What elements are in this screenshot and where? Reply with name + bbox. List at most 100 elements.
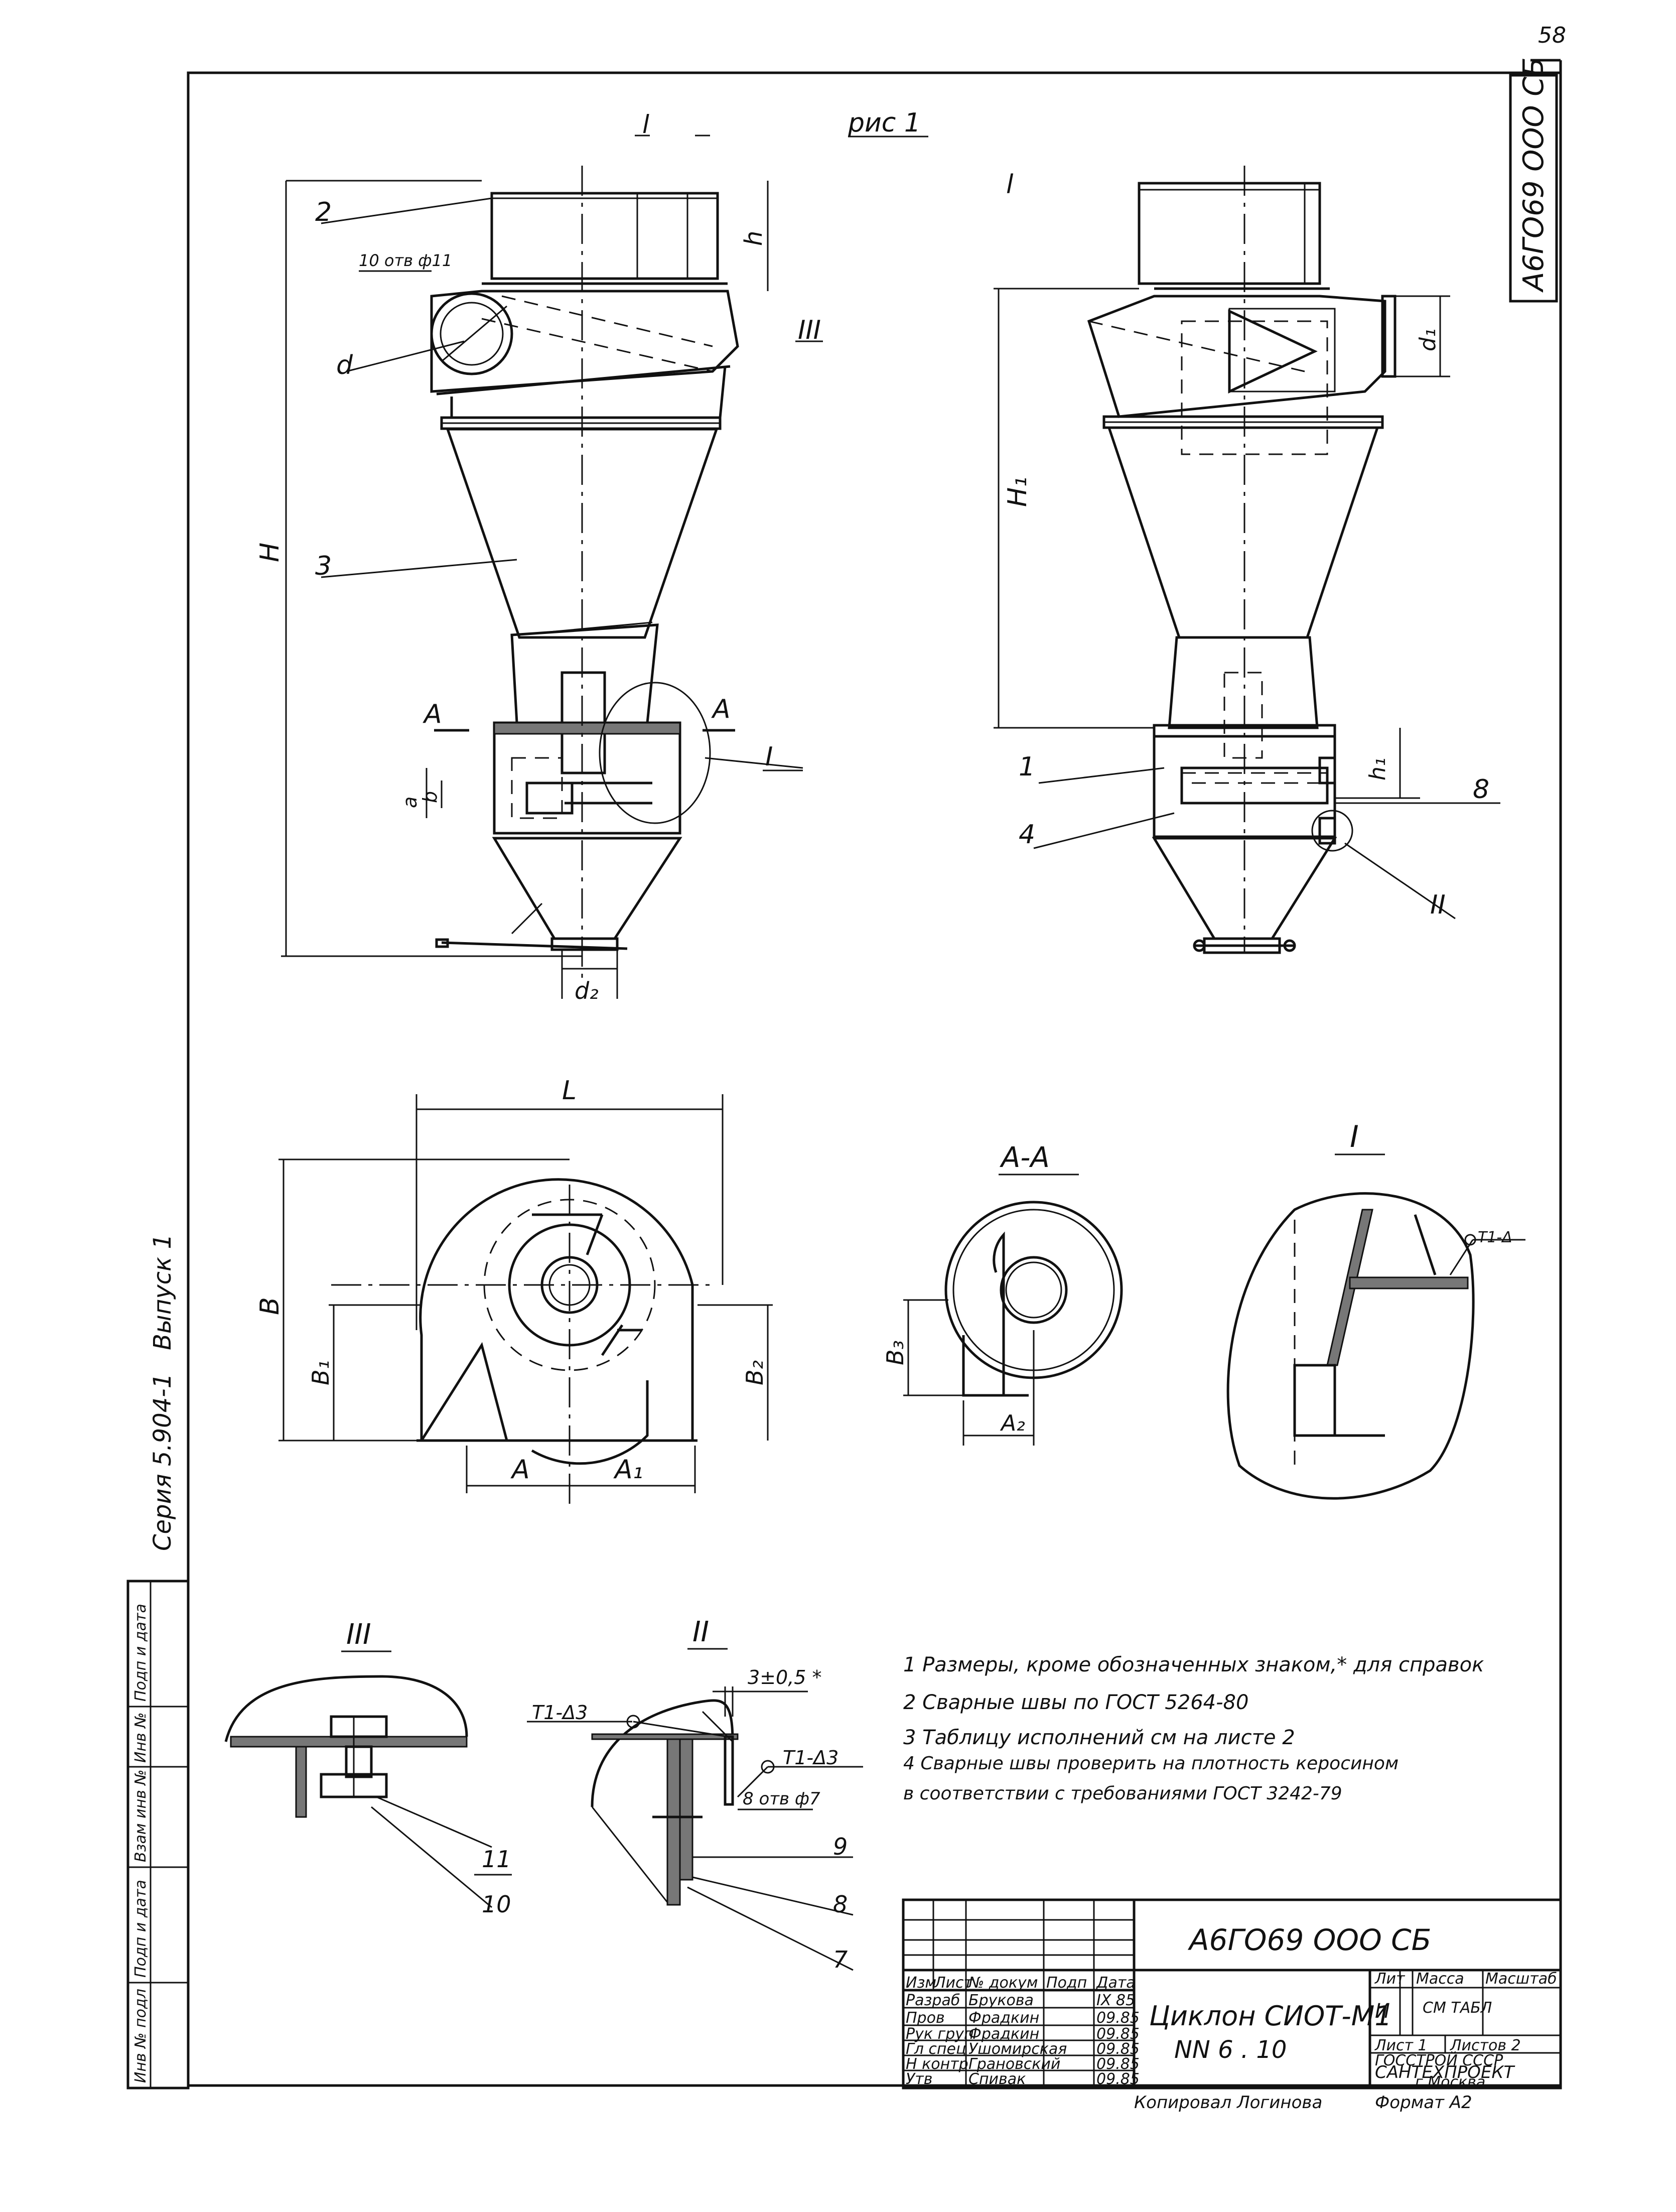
svg-text:A: A [510, 1455, 530, 1485]
page-number: 58 [1538, 23, 1566, 48]
svg-text:A₂: A₂ [1000, 1410, 1025, 1436]
svg-text:B₃: B₃ [882, 1340, 909, 1365]
svg-text:d: d [336, 350, 353, 380]
svg-text:1: 1 [1019, 752, 1035, 782]
svg-text:Рук груп: Рук груп [906, 2025, 974, 2043]
svg-text:a: a [399, 797, 421, 808]
svg-text:H: H [255, 543, 285, 562]
series-label: Серия 5.904-1 Выпуск 1 [149, 1234, 177, 1551]
section-mark-top: l [642, 110, 649, 139]
svg-text:Т1-Δ3: Т1-Δ3 [783, 1747, 839, 1769]
note-1: 1 Размеры, кроме обозначенных знаком,* д… [903, 1653, 1484, 1676]
svg-text:Масса: Масса [1416, 1970, 1464, 1988]
svg-text:III: III [798, 315, 821, 345]
svg-text:d₁: d₁ [1415, 328, 1441, 351]
svg-text:Фрадкин: Фрадкин [968, 2009, 1039, 2027]
svg-text:Дата: Дата [1095, 1974, 1136, 1992]
note-4-continued: в соответствии с требованиями ГОСТ 3242-… [903, 1783, 1342, 1804]
svg-text:l: l [1006, 170, 1014, 200]
svg-text:Ушомирская: Ушомирская [968, 2040, 1067, 2058]
archive-code-stamp: А6ГО69 ООО СБ [1509, 57, 1558, 303]
svg-text:d₂: d₂ [575, 977, 599, 1004]
svg-text:Фрадкин: Фрадкин [968, 2025, 1039, 2043]
svg-text:Лист: Лист [934, 1974, 973, 1992]
svg-text:I: I [765, 742, 773, 772]
svg-text:H₁: H₁ [1003, 477, 1033, 507]
svg-text:Гл спец: Гл спец [906, 2040, 966, 2058]
svg-text:II: II [692, 1616, 709, 1648]
svg-text:САНТЕХПРОЕКТ: САНТЕХПРОЕКТ [1375, 2062, 1515, 2083]
front-view: l рис 1 [255, 108, 928, 1004]
svg-text:Бруковa: Бруковa [968, 1992, 1034, 2009]
svg-text:Т1-Δ3: Т1-Δ3 [532, 1702, 588, 1724]
svg-text:Спивак: Спивак [968, 2070, 1026, 2088]
svg-text:8 отв ф7: 8 отв ф7 [743, 1789, 820, 1809]
svg-text:09.85: 09.85 [1096, 2070, 1140, 2088]
svg-text:L: L [562, 1076, 577, 1106]
svg-text:Подп и дата: Подп и дата [132, 1880, 150, 1978]
svg-text:Лист 1: Лист 1 [1374, 2037, 1428, 2054]
svg-text:Разраб: Разраб [906, 1992, 960, 2009]
svg-text:B₂: B₂ [741, 1360, 768, 1385]
notes: 1 Размеры, кроме обозначенных знаком,* д… [903, 1653, 1484, 1804]
side-view: l [994, 166, 1500, 954]
note-2: 2 Сварные швы по ГОСТ 5264-80 [903, 1691, 1248, 1714]
sheet-format: Формат А2 [1375, 2093, 1472, 2113]
svg-text:10: 10 [482, 1891, 511, 1918]
sheet-frame [187, 71, 1562, 2087]
svg-text:Утв: Утв [906, 2070, 932, 2088]
svg-text:Изм: Изм [906, 1974, 936, 1992]
doc-number: А6ГО69 ООО СБ [1187, 1923, 1431, 1957]
svg-text:Инв №: Инв № [132, 1713, 150, 1763]
svg-text:B: B [255, 1297, 285, 1315]
svg-text:Взам инв №: Взам инв № [132, 1769, 150, 1862]
detail-3-view: III 11 10 [224, 1618, 512, 1918]
title-block: А6ГО69 ООО СБ Циклон СИОТ-М1 NN 6 . 10 И… [902, 1898, 1562, 2091]
svg-text:А: А [423, 699, 442, 729]
svg-text:09.85: 09.85 [1096, 2009, 1140, 2027]
svg-text:3±0,5 *: 3±0,5 * [748, 1666, 822, 1688]
svg-text:Подп и дата: Подп и дата [132, 1604, 150, 1702]
svg-text:I: I [1350, 1119, 1359, 1154]
svg-text:7: 7 [833, 1946, 848, 1973]
svg-text:СМ ТАБЛ: СМ ТАБЛ [1423, 1999, 1492, 2017]
svg-text:А-А: А-А [1000, 1141, 1050, 1174]
svg-text:Пров: Пров [906, 2009, 945, 2027]
svg-text:Грановский: Грановский [968, 2055, 1060, 2073]
svg-text:B₁: B₁ [307, 1360, 334, 1385]
svg-text:h₁: h₁ [1365, 757, 1390, 780]
svg-text:Инв № подл: Инв № подл [132, 1989, 150, 2083]
svg-text:09.85: 09.85 [1096, 2040, 1140, 2058]
detail-1-view: I Т1-Δ [1226, 1119, 1525, 1500]
svg-text:8: 8 [1473, 774, 1489, 805]
svg-text:Н контр: Н контр [906, 2055, 968, 2073]
svg-text:IX 85: IX 85 [1096, 1992, 1135, 2009]
sidebar-stamp: Инв № подл Подп и дата Взам инв № Инв № … [126, 1580, 190, 2090]
svg-text:Т1-Δ: Т1-Δ [1478, 1229, 1512, 1246]
svg-text:09.85: 09.85 [1096, 2055, 1140, 2073]
svg-text:А: А [711, 694, 731, 724]
note-4: 4 Сварные швы проверить на плотность кер… [903, 1753, 1399, 1774]
detail-2-view: II 3±0,5 * Т1-Δ3 Т1-Δ3 8 отв ф7 9 8 7 [527, 1616, 863, 1973]
svg-text:b: b [419, 791, 441, 803]
svg-text:Листов 2: Листов 2 [1450, 2037, 1521, 2054]
figure-label: рис 1 [848, 108, 921, 138]
svg-text:9: 9 [833, 1833, 848, 1860]
note-3: 3 Таблицу исполнений см на листе 2 [903, 1726, 1295, 1749]
svg-text:11: 11 [482, 1846, 511, 1873]
svg-text:III: III [346, 1618, 371, 1651]
svg-text:№ докум: № докум [967, 1974, 1038, 1992]
svg-text:ГОССТРОЙ СССР: ГОССТРОЙ СССР [1375, 2051, 1503, 2069]
product-title: Циклон СИОТ-М1 [1149, 2000, 1392, 2032]
svg-text:Серия 5.904-1: Серия 5.904-1 [149, 1373, 177, 1551]
copied-by: Копировал Логинова [1134, 2093, 1322, 2113]
svg-text:Масштаб: Масштаб [1485, 1970, 1557, 1988]
svg-text:09.85: 09.85 [1096, 2025, 1140, 2043]
section-aa-view: А-А B₃ A₂ [882, 1141, 1123, 1446]
svg-text:A₁: A₁ [613, 1455, 643, 1485]
svg-text:4: 4 [1019, 820, 1035, 850]
svg-text:h: h [740, 231, 768, 246]
svg-text:И: И [1375, 2000, 1390, 2023]
svg-text:10 отв ф11: 10 отв ф11 [359, 251, 452, 270]
